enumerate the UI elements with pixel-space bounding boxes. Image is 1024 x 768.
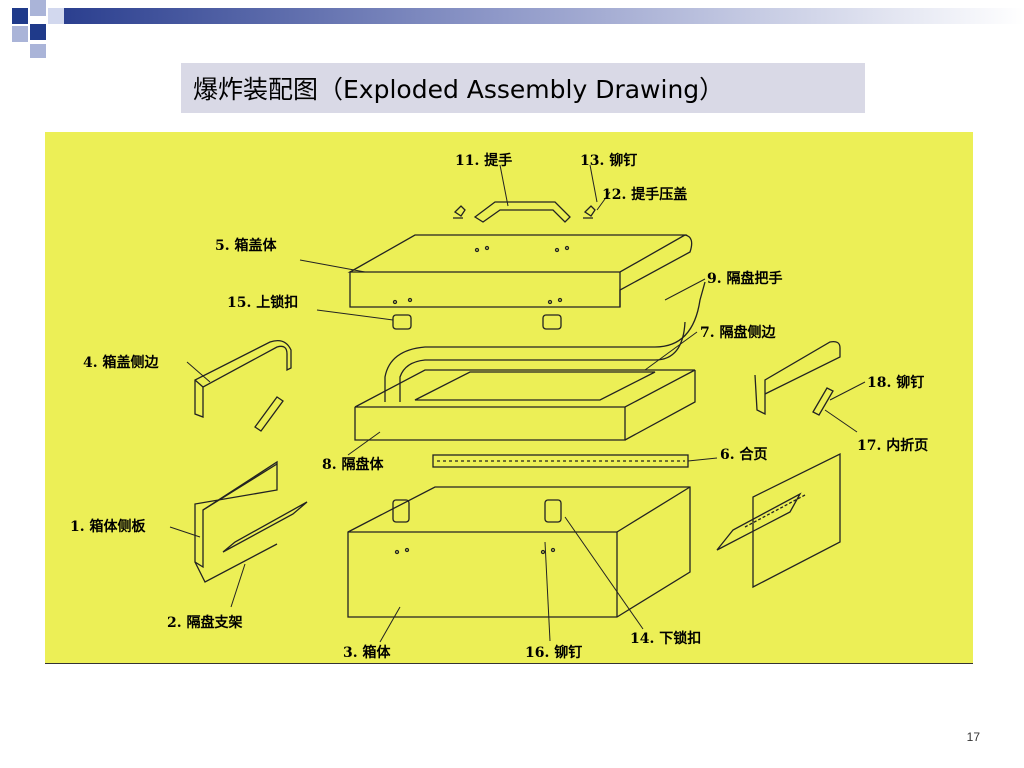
label-14-lower-lock: 14. 下锁扣 [630, 631, 702, 647]
box-side-left-part [194, 460, 308, 583]
label-3-box-body: 3. 箱体 [343, 645, 391, 661]
box-side-right-part [716, 452, 841, 589]
label-4-lid-side: 4. 箱盖侧边 [83, 355, 159, 371]
diagram-drawing [169, 164, 866, 643]
exploded-diagram: 11. 提手 13. 铆钉 12. 提手压盖 5. 箱盖体 9. 隔盘把手 15… [45, 132, 973, 664]
box-body-part [347, 486, 691, 618]
page-number: 17 [966, 730, 980, 744]
label-7-divider-side: 7. 隔盘侧边 [700, 325, 776, 341]
divider-side-part [754, 340, 841, 416]
lid-body-part [347, 234, 693, 308]
title-box: 爆炸装配图（Exploded Assembly Drawing） [181, 63, 865, 113]
label-2-divider-bracket: 2. 隔盘支架 [167, 615, 243, 631]
label-18-rivet: 18. 铆钉 [867, 375, 925, 391]
label-5-lid-body: 5. 箱盖体 [215, 238, 277, 254]
label-1-box-side: 1. 箱体侧板 [70, 519, 146, 535]
label-17-inner-hinge: 17. 内折页 [857, 438, 929, 454]
slide-title: 爆炸装配图（Exploded Assembly Drawing） [193, 75, 725, 104]
hinge-strip-part [432, 454, 689, 468]
label-13-rivet: 13. 铆钉 [580, 153, 638, 169]
label-9-divider-handle: 9. 隔盘把手 [707, 271, 783, 287]
divider-handle-part [384, 281, 706, 402]
label-12-handle-cover: 12. 提手压盖 [602, 187, 688, 203]
lid-side-part [194, 339, 292, 432]
handle-part [453, 201, 596, 223]
divider-tray-part [354, 369, 696, 441]
label-11-handle: 11. 提手 [455, 153, 513, 169]
label-15-upper-lock: 15. 上锁扣 [227, 295, 299, 311]
lower-lock-part [392, 499, 562, 523]
label-16-rivet: 16. 铆钉 [525, 645, 583, 661]
upper-lock-part [392, 314, 562, 330]
top-gradient-bar [64, 8, 1024, 24]
label-8-divider-tray: 8. 隔盘体 [322, 457, 384, 473]
label-6-hinge: 6. 合页 [720, 447, 768, 463]
